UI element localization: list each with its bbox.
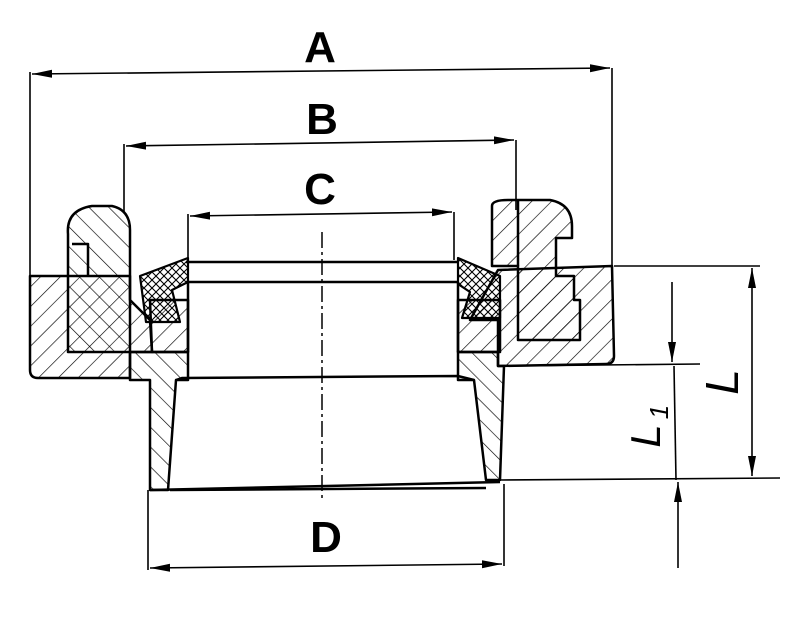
dim-l1-label-sub: 1 (644, 405, 674, 419)
dim-c-label: C (304, 165, 336, 214)
dim-l1-label: L 1 (622, 405, 674, 448)
dim-b-line (125, 136, 515, 150)
dim-l1-line (673, 365, 677, 481)
left-tube-wall (128, 350, 190, 492)
dim-l1-extension-top (497, 363, 701, 367)
left-hook-lug (66, 204, 132, 354)
dim-a-line (31, 64, 611, 78)
dim-d-line (149, 560, 503, 572)
dim-l-extension-bottom (499, 477, 781, 481)
right-tube-wall (456, 350, 506, 482)
dim-a-label: A (304, 23, 336, 72)
dim-l1-label-main: L (622, 424, 669, 447)
gaskets (138, 256, 502, 324)
bore-outline (149, 260, 501, 492)
dim-l-label: L (696, 369, 748, 395)
dim-b-label: B (306, 95, 338, 144)
dim-d-label: D (310, 513, 342, 562)
dim-c-line (189, 208, 453, 220)
right-hook-lug (490, 198, 582, 342)
dimension-lines (29, 64, 781, 572)
